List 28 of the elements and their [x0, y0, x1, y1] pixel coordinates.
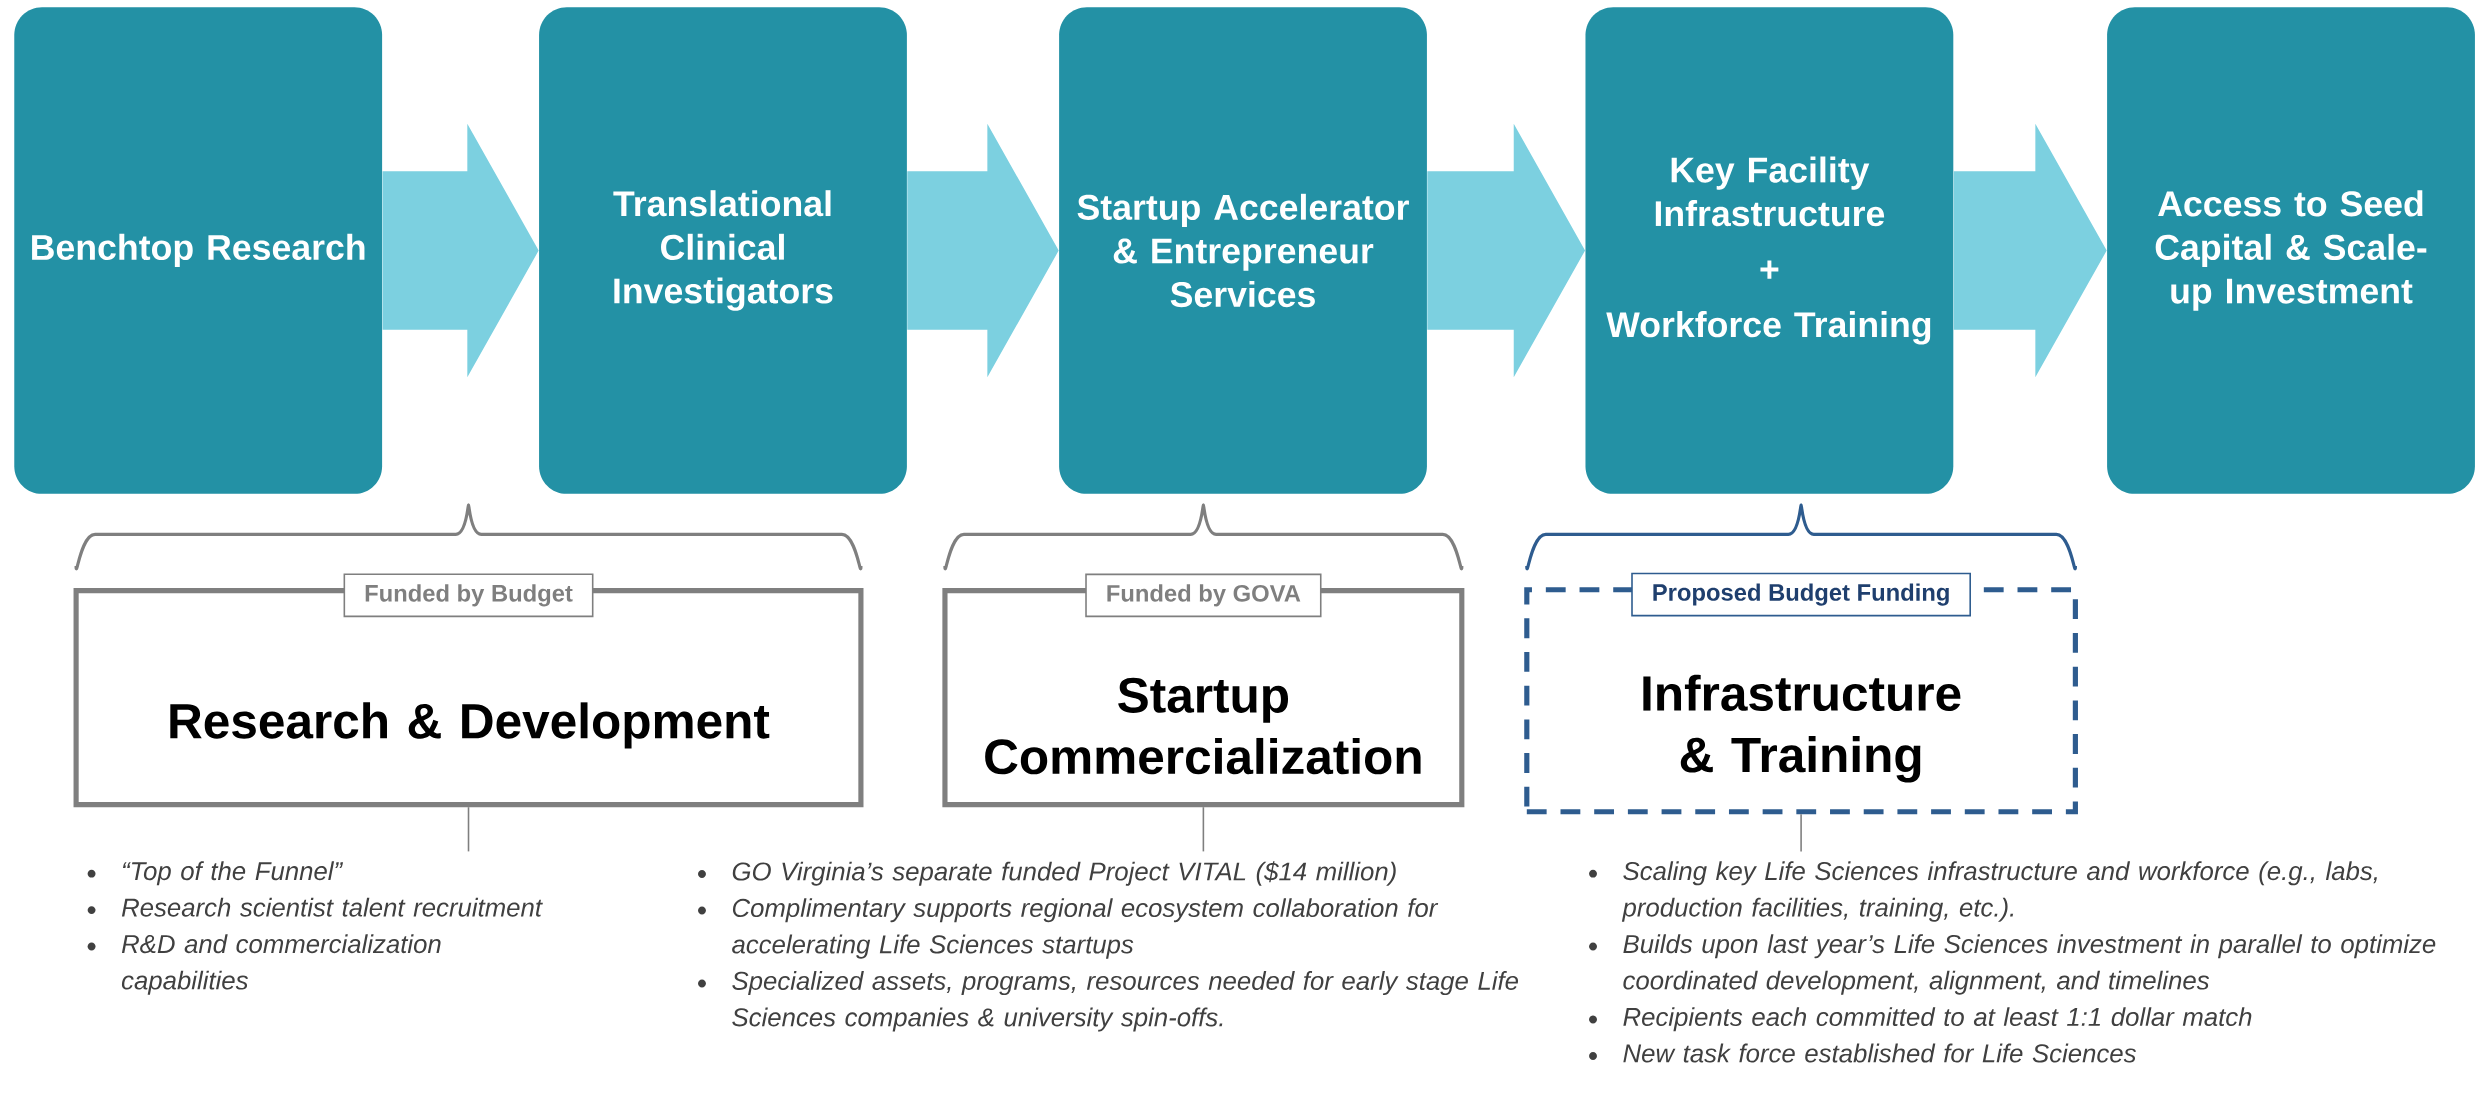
connector-line: [1800, 813, 1802, 852]
block-arrow: [907, 123, 1059, 378]
bullet-list: “Top of the Funnel” Research scientist talent recruitment R&D and commercialization capabilities: [87, 861, 543, 995]
node-label: “Top of the Funnel”: [122, 861, 344, 886]
node-label: R&D and commercialization capabilities: [121, 933, 441, 995]
connector-line: [1202, 806, 1205, 852]
block-arrow: [1953, 123, 2107, 378]
node-label: Builds upon last year’s Life Sciences investment in parallel to optimize coordinated development, alignment, and timelines: [1623, 933, 2436, 995]
funding-tag: Funded by GOVA: [1085, 573, 1322, 617]
node-label: New task force established for Life Sciences: [1623, 1043, 2136, 1063]
node-label: Recipients each committed to at least 1:1 dollar match: [1623, 1006, 2252, 1031]
node-label: Specialized assets, programs, resources needed for early stage Life Sciences companies & university spin-offs.: [732, 970, 1519, 1032]
funding-tag: Proposed Budget Funding: [1631, 572, 1971, 617]
process-box: Startup Accelerator & Entrepreneur Services: [1059, 6, 1427, 494]
node-label: Research scientist talent recruitment: [121, 897, 543, 917]
process-box: Key Facility Infrastructure + Workforce Training: [1585, 6, 1954, 494]
bullet-list: GO Virginia’s separate funded Project VITAL ($14 million) Complimentary supports regional ecosystem collaboration for accelerating Life Sciences startups Specialized assets, programs, resources needed for early stage Life Sciences companies & university spin-offs.: [698, 861, 1519, 1032]
process-box: Translational Clinical Investigators: [539, 6, 907, 494]
node-label: GO Virginia’s separate funded Project VITAL ($14 million): [732, 861, 1396, 886]
connector-line: [467, 806, 470, 852]
block-arrow: [1427, 123, 1586, 378]
block-arrow: [382, 123, 539, 378]
node-label: Scaling key Life Sciences infrastructure and workforce (e.g., labs, production facilities, training, etc.).: [1621, 861, 2377, 922]
node-label: Complimentary supports regional ecosystem collaboration for accelerating Life Sciences startups: [732, 897, 1439, 959]
process-box: Access to Seed Capital & Scale-up Investment: [2107, 6, 2475, 494]
funding-tag: Funded by Budget: [343, 573, 594, 617]
process-box: Benchtop Research: [14, 6, 383, 494]
bullet-list: Scaling key Life Sciences infrastructure and workforce (e.g., labs, production facilities, training, etc.). Builds upon last year’s Life Sciences investment in parallel to optimize coordinated development, alignment, and timelines Recipients each committed to at least 1:1 dollar match New task force established for Life Sciences: [1589, 861, 2436, 1063]
